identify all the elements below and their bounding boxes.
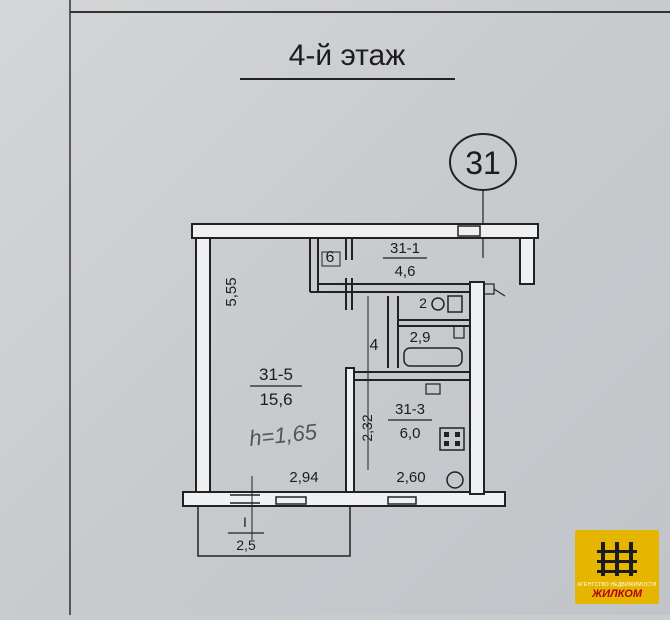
balcony-area: 2,5: [236, 537, 256, 553]
kitchen-vent-icon: [425, 383, 441, 395]
corridor-mark: 4: [370, 337, 379, 354]
ceiling-height-note: h=1,65: [248, 419, 319, 451]
small-room-id: 2: [419, 295, 427, 311]
apartment-number: 31: [465, 145, 501, 181]
outer-walls: [182, 223, 539, 507]
room-width-dimension: 2,94: [289, 469, 318, 486]
balcony-id: I: [243, 514, 247, 530]
room-31-5-area: 15,6: [259, 390, 292, 409]
room-31-3-area: 6,0: [400, 425, 421, 442]
room-31-1-id: 31-1: [390, 240, 420, 257]
vent-leader: [493, 288, 506, 297]
closet-box: [321, 251, 341, 267]
small-room-area: 2,9: [410, 329, 431, 346]
kitchen-width-dimension: 2,60: [396, 469, 425, 486]
room-31-3-id: 31-3: [395, 401, 425, 418]
windows: [230, 225, 481, 505]
interior-walls: [309, 238, 470, 493]
logo-tagline: АГЕНТСТВО НЕДВИЖИМОСТИ: [577, 582, 657, 588]
floor-title: 4-й этаж: [289, 39, 406, 72]
vent-icon: [483, 283, 495, 295]
closet-mark: 6: [326, 249, 335, 266]
balcony-outline: [197, 505, 351, 557]
left-wall-dimension: 5,55: [223, 277, 240, 306]
bath-sink-icon: [453, 325, 465, 339]
room-31-1-area: 4,6: [395, 263, 416, 280]
stove-icon: [439, 427, 465, 451]
kitchen-depth-dimension: 2,32: [359, 414, 375, 441]
agency-logo: АГЕНТСТВО НЕДВИЖИМОСТИ ЖИЛКОМ: [575, 530, 659, 604]
bathtub-icon: [403, 347, 463, 367]
kitchen-sink-icon: [446, 471, 464, 489]
room-31-5-id: 31-5: [259, 365, 293, 384]
toilet-icon: [431, 297, 445, 311]
building-logo-icon: [597, 542, 637, 576]
sink-icon: [447, 295, 463, 313]
logo-brand: ЖИЛКОМ: [591, 588, 642, 600]
